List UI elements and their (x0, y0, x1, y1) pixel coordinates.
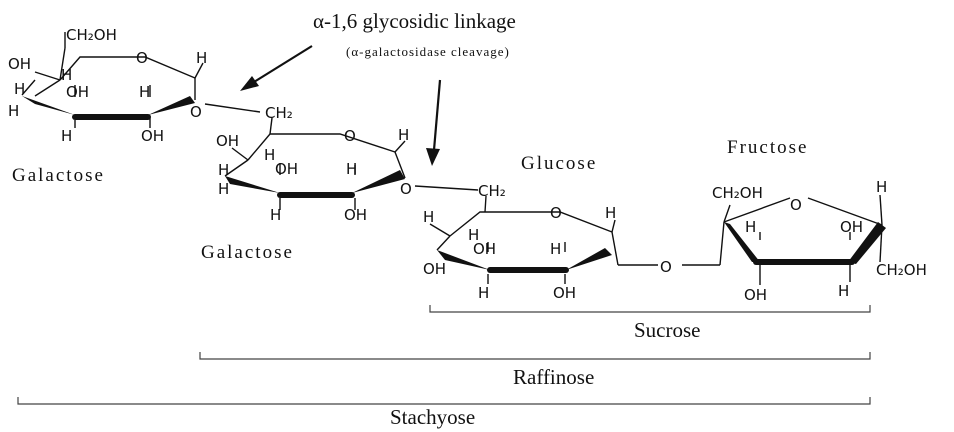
h-label: H (423, 208, 434, 226)
h-label: H (139, 83, 150, 101)
h-label: H (838, 282, 849, 300)
galactose-label-1: Galactose (12, 165, 105, 186)
oh-label: OH (553, 284, 576, 302)
ch2-label: CH₂ (265, 104, 293, 122)
h-label: H (196, 49, 207, 67)
h-label: H (398, 126, 409, 144)
ring-oxygen-label: O (790, 196, 802, 214)
oh-label: OH (275, 160, 298, 178)
h-label: H (218, 180, 229, 198)
oh-label: OH (473, 240, 496, 258)
oh-label: OH (744, 286, 767, 304)
h-label: H (478, 284, 489, 302)
arrow-to-first-linkage (240, 45, 313, 91)
oh-label: OH (344, 206, 367, 224)
linkage-annotation-subtitle: (α-galactosidase cleavage) (346, 44, 510, 59)
h-label: H (876, 178, 887, 196)
ch2oh-label: CH₂OH (712, 184, 763, 202)
oh-label: OH (840, 218, 863, 236)
sucrose-label: Sucrose (634, 318, 701, 342)
linkage-annotation-title: α-1,6 glycosidic linkage (313, 9, 516, 33)
h-label: H (468, 226, 479, 244)
galactose-label-2: Galactose (201, 242, 294, 263)
oh-label: OH (66, 83, 89, 101)
glucose-label: Glucose (521, 153, 597, 174)
h-label: H (14, 80, 25, 98)
stachyose-bracket: Stachyose (17, 397, 871, 429)
linkage-oxygen-label: O (400, 180, 412, 198)
h-label: H (605, 204, 616, 222)
glucose-ring: CH₂ O H H H OH H OH O H OH (423, 182, 720, 302)
ch2oh-label: CH₂OH (876, 261, 927, 279)
h-label: H (346, 160, 357, 178)
arrow-to-second-linkage (426, 79, 442, 166)
fructose-label: Fructose (727, 137, 808, 158)
linkage-oxygen-label: O (190, 103, 202, 121)
h-label: H (218, 161, 229, 179)
raffinose-bracket: Raffinose (199, 352, 871, 389)
oh-label: OH (8, 55, 31, 73)
ring-oxygen-label: O (136, 49, 148, 67)
h-label: H (745, 218, 756, 236)
stachyose-label: Stachyose (390, 405, 475, 429)
h-label: H (270, 206, 281, 224)
linkage-oxygen-label: O (660, 258, 672, 276)
oh-label: OH (423, 260, 446, 278)
oh-label: OH (216, 132, 239, 150)
h-label: H (264, 146, 275, 164)
ring-oxygen-label: O (550, 204, 562, 222)
raffinose-label: Raffinose (513, 365, 594, 389)
h-label: H (61, 127, 72, 145)
h-label: H (8, 102, 19, 120)
h-label: H (550, 240, 561, 258)
fructose-ring: CH₂OH O H H OH CH₂OH OH H (712, 178, 927, 304)
ch2-label: CH₂ (478, 182, 506, 200)
sucrose-bracket: Sucrose (429, 305, 871, 342)
galactose-ring-1: CH₂OH O OH H H H OH H H O H OH (8, 26, 261, 145)
h-label: H (61, 66, 72, 84)
ring-oxygen-label: O (344, 127, 356, 145)
oh-label: OH (141, 127, 164, 145)
ch2oh-label: CH₂OH (66, 26, 117, 44)
galactose-ring-2: CH₂ O OH H H H OH H H O H OH (216, 104, 479, 224)
